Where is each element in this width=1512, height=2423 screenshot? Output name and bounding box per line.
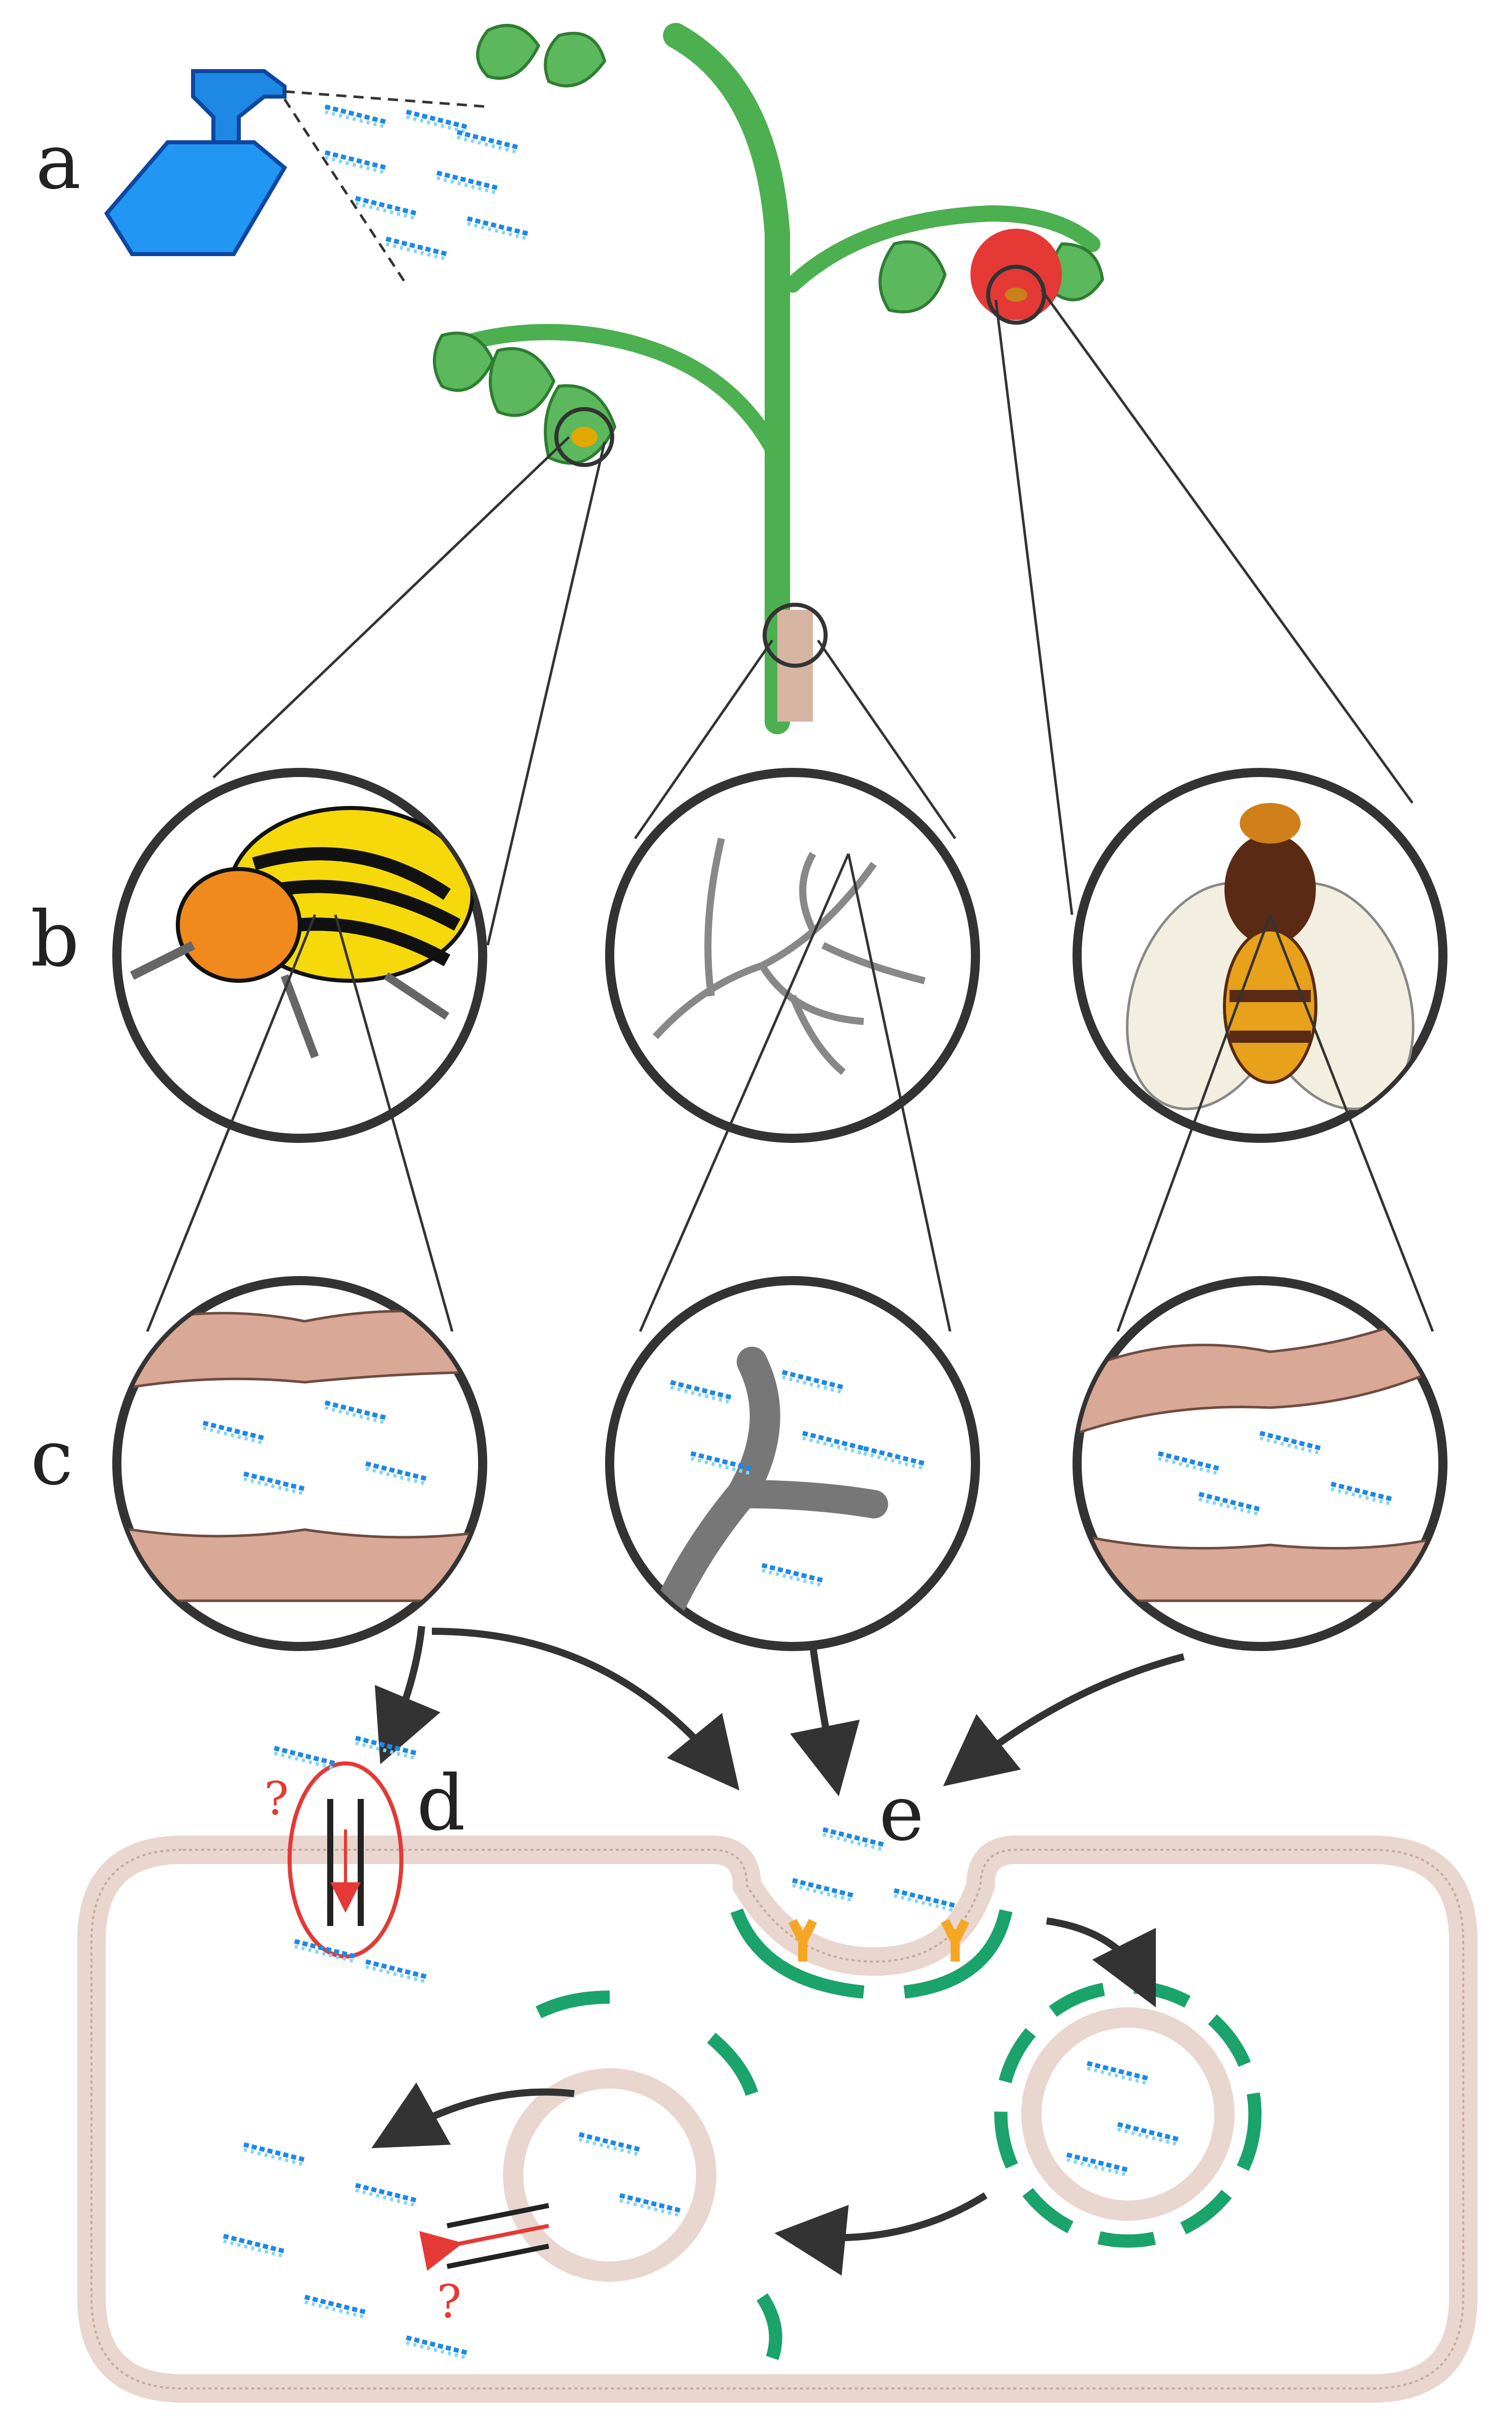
spray-bottle-icon bbox=[104, 69, 488, 286]
fungal-hyphae-icon bbox=[652, 837, 926, 1075]
vesicle-f bbox=[774, 1917, 1262, 2276]
gut-epithelium-icon bbox=[117, 1310, 483, 1602]
zoom-lines-top bbox=[212, 289, 1414, 946]
circle-gut-beetle bbox=[112, 1276, 487, 1651]
label-a: a bbox=[36, 118, 81, 206]
vesicle-g: ? bbox=[224, 1991, 782, 2358]
spray-dsrna bbox=[325, 107, 528, 259]
circle-gut-fly bbox=[1073, 1276, 1447, 1651]
circle-fly bbox=[1073, 768, 1447, 1143]
tomato-fruit bbox=[970, 229, 1062, 320]
circle-fungus bbox=[605, 768, 980, 1143]
tomato-plant bbox=[433, 23, 1105, 734]
label-e: e bbox=[879, 1769, 924, 1858]
endocytosis-e bbox=[730, 1829, 1013, 1999]
colorado-potato-beetle-icon bbox=[130, 806, 475, 1059]
label-c: c bbox=[30, 1414, 73, 1502]
question-mark-g: ? bbox=[437, 2275, 461, 2328]
gut-epithelium-icon bbox=[1077, 1298, 1443, 1602]
arrows-to-cell bbox=[374, 1626, 1185, 1796]
channel-d: ? bbox=[264, 1738, 427, 1982]
label-b: b bbox=[30, 895, 79, 984]
circle-hypha bbox=[605, 1276, 980, 1651]
label-d: d bbox=[417, 1759, 465, 1848]
fruit-fly-icon bbox=[1126, 803, 1414, 1110]
question-mark-d: ? bbox=[264, 1772, 289, 1825]
zoom-lines-middle bbox=[146, 853, 1434, 1332]
